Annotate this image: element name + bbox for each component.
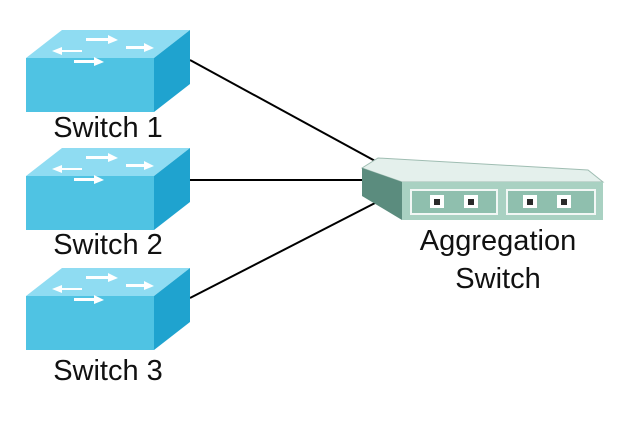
arrows-icon: [52, 153, 154, 184]
ports: [430, 195, 571, 208]
port-group-1: [410, 189, 498, 215]
switch-3[interactable]: [26, 268, 190, 350]
switch-1[interactable]: [26, 30, 190, 112]
aggregation-switch-icon: [360, 157, 605, 220]
switch-icon: [26, 30, 190, 112]
port-group-2: [506, 189, 596, 215]
switch-3-label: Switch 3: [53, 355, 163, 387]
aggregation-switch-label-line1: Aggregation: [420, 225, 576, 257]
switch-2-label: Switch 2: [53, 229, 163, 261]
switch-1-label: Switch 1: [53, 112, 163, 144]
aggregation-switch[interactable]: [360, 157, 605, 220]
arrows-icon: [52, 273, 154, 304]
uplinks: [189, 59, 378, 299]
switch-icon: [26, 268, 190, 350]
switch-icon: [26, 148, 190, 230]
link-switch-3: [189, 201, 378, 299]
aggregation-switch-label-line2: Switch: [455, 263, 540, 295]
switch-2[interactable]: [26, 148, 190, 230]
link-switch-1: [189, 59, 378, 163]
arrows-icon: [52, 35, 154, 66]
